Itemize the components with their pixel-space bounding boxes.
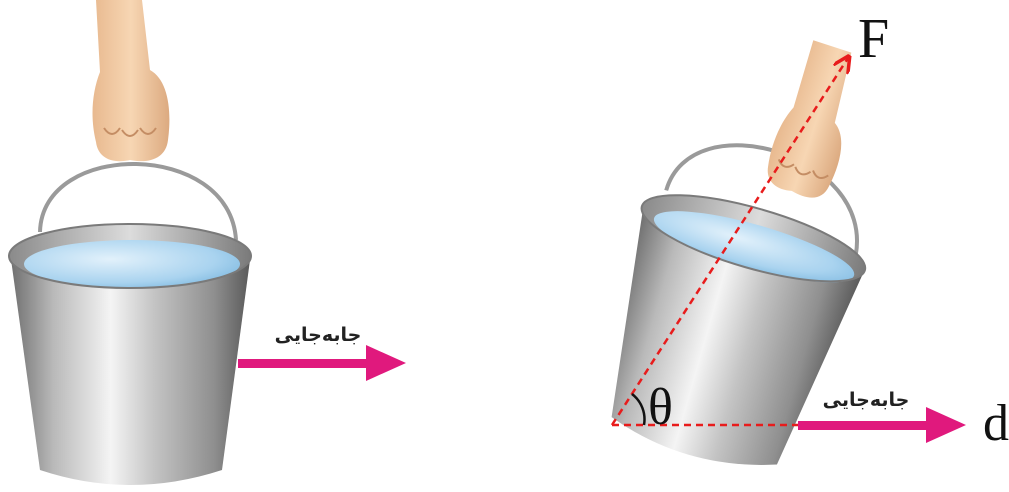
arrow-icon [366,345,406,381]
displacement-arrow-right [798,407,966,443]
displacement-symbol: d [983,395,1009,452]
bucket-icon-tilted [580,177,874,487]
hand-icon [93,0,170,161]
right-panel: جابه‌جایی F d θ [580,8,1009,487]
force-symbol: F [858,8,889,70]
bucket-icon [9,224,251,485]
arrow-icon-right [926,407,966,443]
hand-icon-tilted [761,38,872,203]
angle-symbol: θ [648,379,673,436]
displacement-arrow [238,345,406,381]
left-panel: جابه‌جایی [9,0,406,485]
displacement-label-right: جابه‌جایی [823,389,910,411]
displacement-label-left: جابه‌جایی [275,324,362,346]
